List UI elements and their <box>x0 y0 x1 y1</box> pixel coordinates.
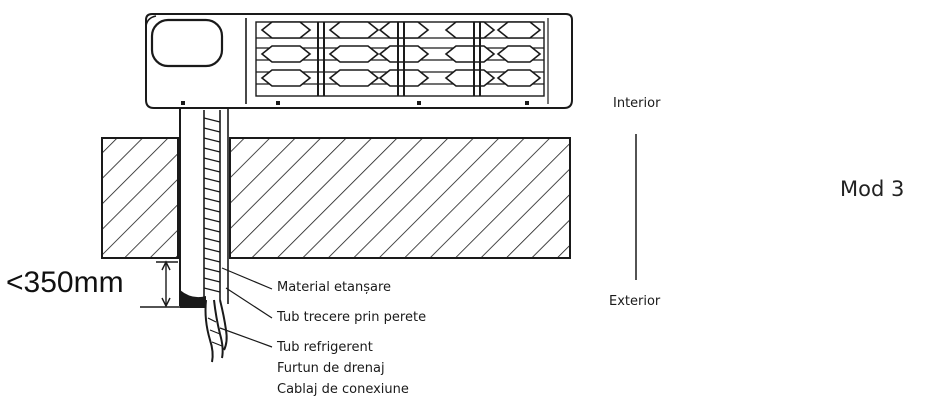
display-window <box>150 18 224 68</box>
pipe-bundle <box>203 110 228 363</box>
exterior-label: Exterior <box>609 294 661 309</box>
indoor-unit <box>145 13 573 109</box>
grille <box>255 21 545 97</box>
callout-refrigerant-tube: Tub refrigerent <box>277 340 373 355</box>
mode-label: Mod 3 <box>840 177 905 201</box>
distance-dimension <box>140 260 206 308</box>
wall-pipe <box>179 108 229 308</box>
wall-right-section <box>229 137 571 259</box>
wall-left-section <box>101 137 179 259</box>
interior-label: Interior <box>613 96 661 111</box>
callout-sealing-material: Material etanșare <box>277 280 392 295</box>
callout-leaders <box>219 267 273 348</box>
callout-connection-cable: Cablaj de conexiune <box>277 382 409 397</box>
distance-label: <350mm <box>6 266 124 299</box>
wall <box>101 137 571 259</box>
callout-drain-hose: Furtun de drenaj <box>277 361 385 376</box>
callout-wall-pipe: Tub trecere prin perete <box>277 310 427 325</box>
